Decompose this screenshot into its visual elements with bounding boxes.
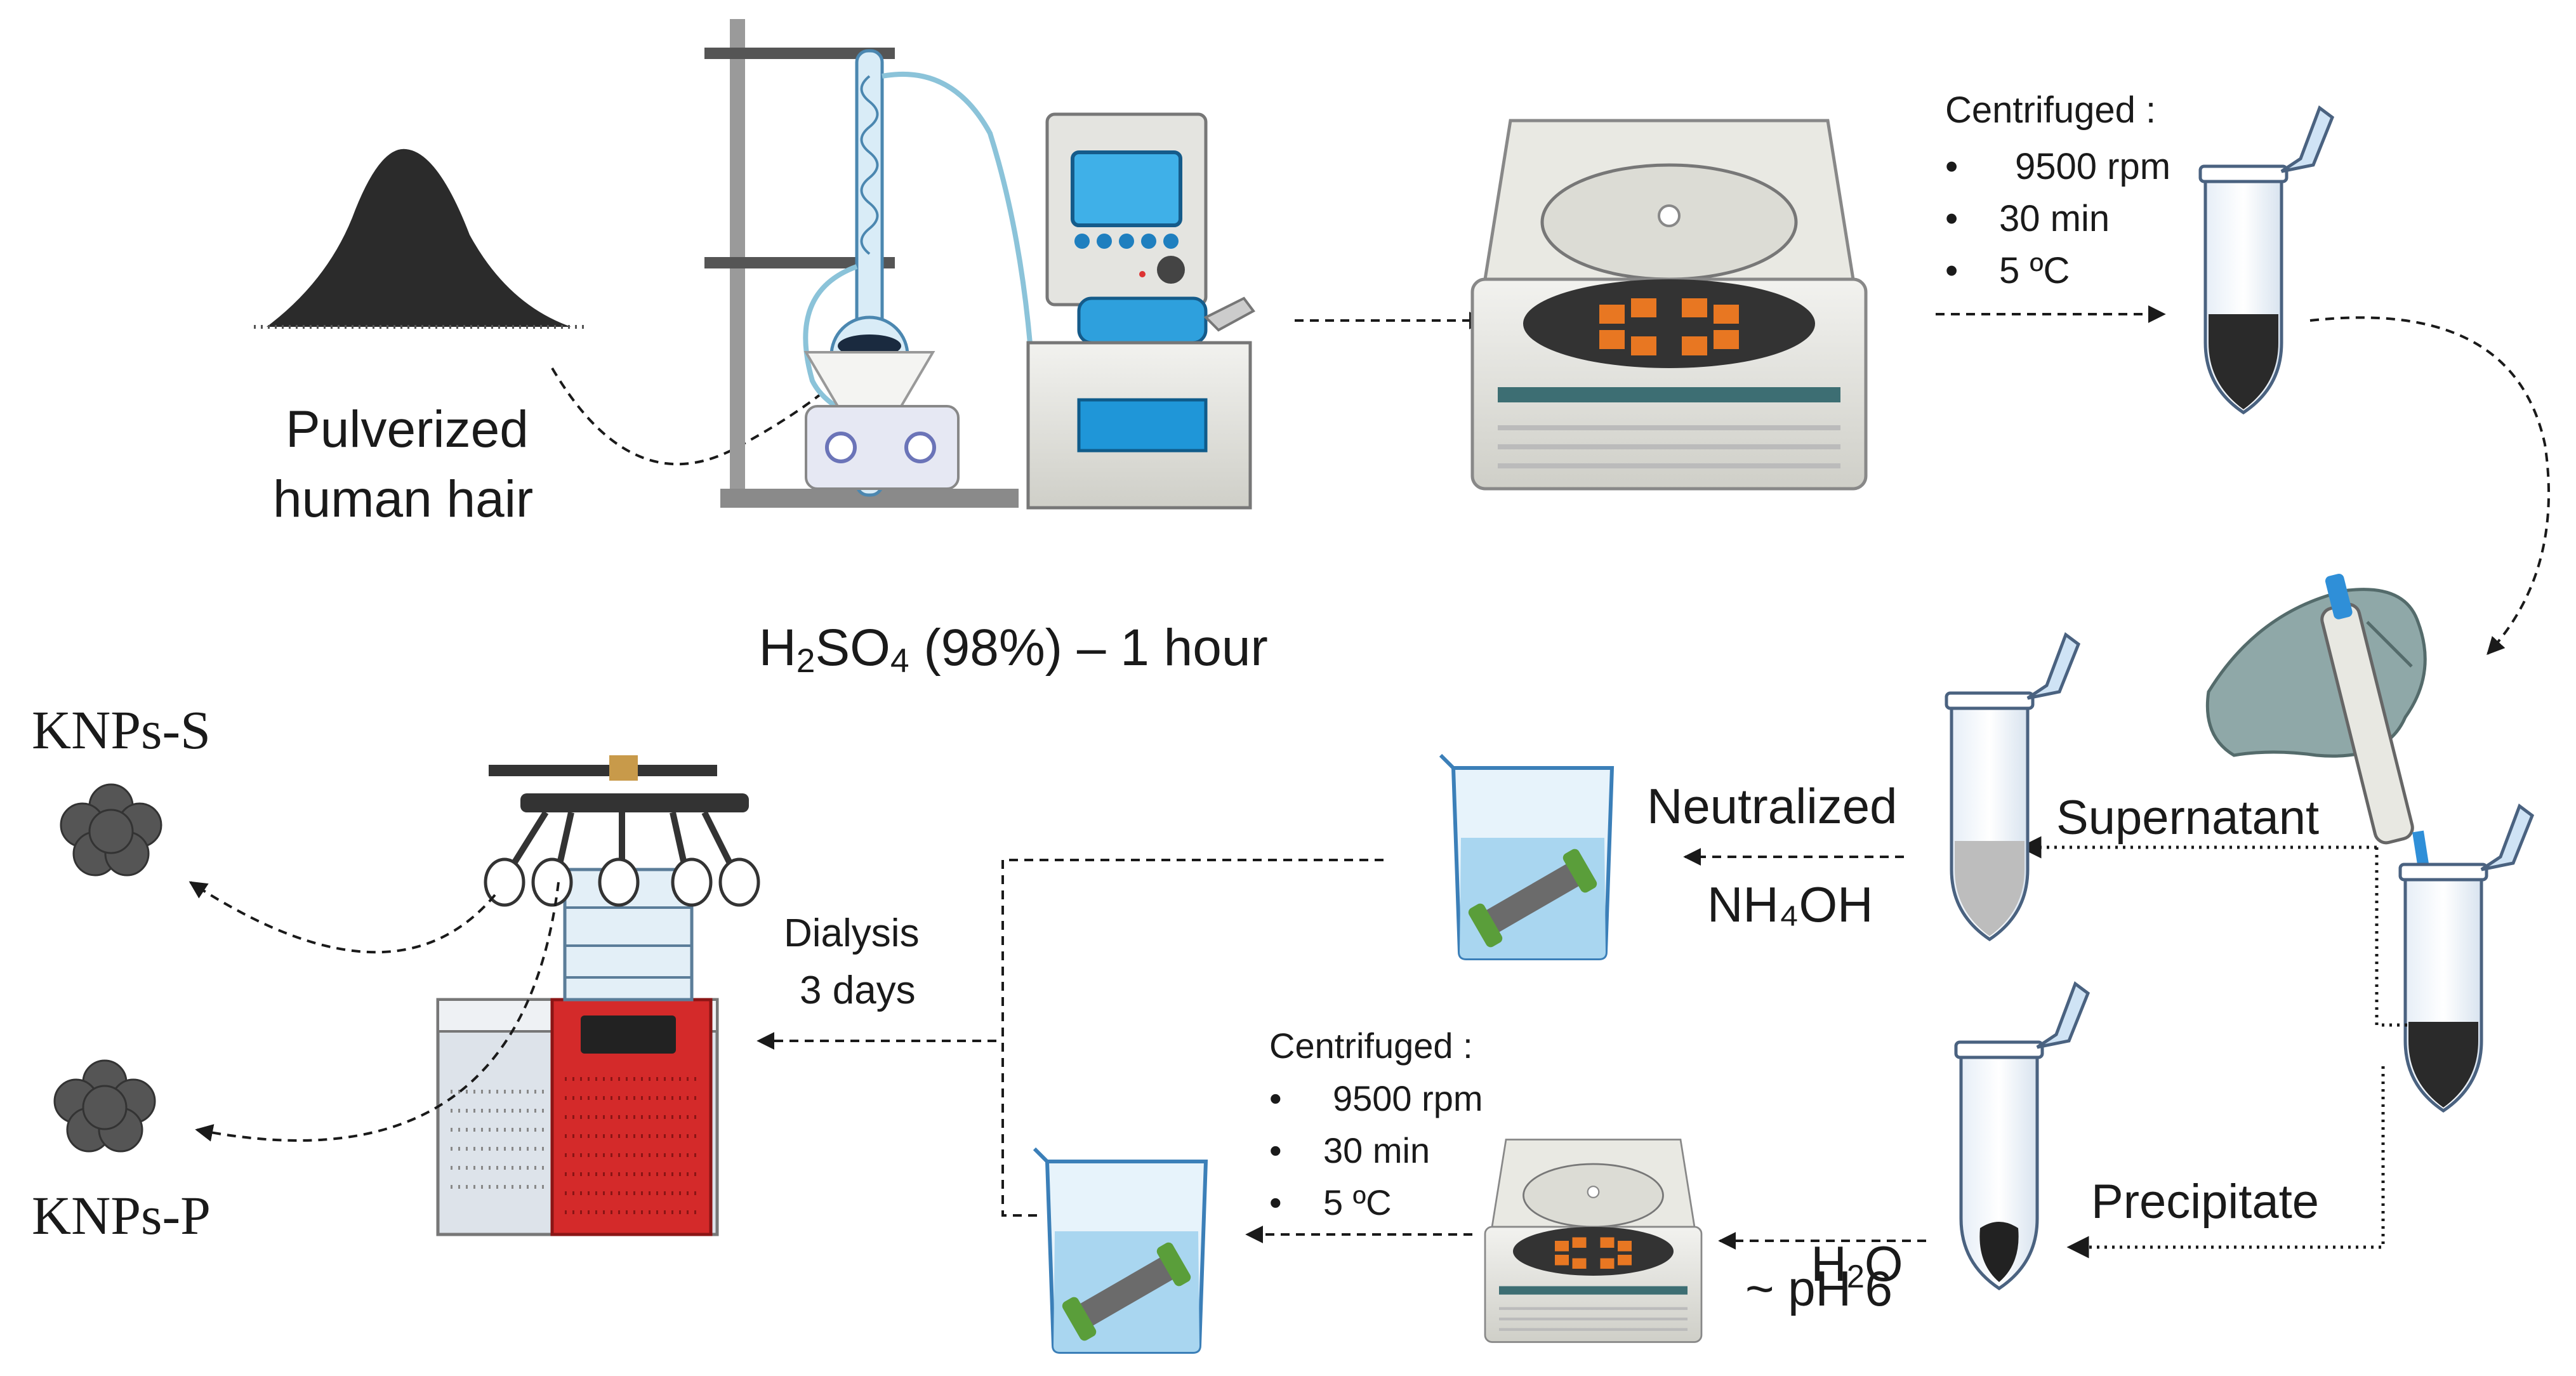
- centrifuge-conditions-title: Centrifuged :: [1945, 89, 2157, 131]
- ph-label: ~ pH 6: [1745, 1260, 1892, 1316]
- condition-item: •9500 rpm: [1269, 1078, 1483, 1118]
- centrifuge-conditions-list: •9500 rpm •30 min •5 ºC: [1269, 1073, 1483, 1229]
- knps-s-label: KNPs-S: [32, 699, 211, 760]
- condition-item: •30 min: [1269, 1130, 1430, 1170]
- beaker-dialysis-icon: [1441, 755, 1612, 958]
- nanoparticle-cluster-icon: [60, 783, 162, 877]
- heating-bath-icon: [1026, 112, 1255, 510]
- condition-item: •5 ºC: [1269, 1182, 1392, 1222]
- dialysis-label-line1: Dialysis: [784, 911, 920, 955]
- water-label: H2O: [1811, 1236, 1903, 1295]
- centrifuge-icon: [1472, 121, 1866, 489]
- condition-item: •9500 rpm: [1945, 146, 2171, 187]
- microtube-icon: [1946, 635, 2078, 939]
- neutralized-label: Neutralized: [1647, 778, 1898, 834]
- supernatant-label: Supernatant: [2056, 791, 2320, 845]
- beaker-dialysis-icon: [1034, 1149, 1206, 1352]
- condition-item: •30 min: [1945, 198, 2110, 239]
- powder-pile-icon: [267, 149, 571, 327]
- centrifuge-conditions-list: •9500 rpm •30 min •5 ºC: [1945, 141, 2170, 297]
- nh4oh-label: NH₄OH: [1707, 877, 1873, 932]
- hair-label-line1: Pulverized: [286, 400, 529, 458]
- centrifuge-icon: [1484, 1139, 1703, 1343]
- reflux-apparatus-icon: [704, 19, 1080, 508]
- hair-label-line2: human hair: [273, 470, 534, 528]
- condition-item: •5 ºC: [1945, 250, 2070, 291]
- dialysis-label-line2: 3 days: [800, 969, 916, 1012]
- precipitate-label: Precipitate: [2091, 1175, 2320, 1229]
- microtube-icon: [2200, 108, 2332, 413]
- centrifuge-conditions-title: Centrifuged :: [1269, 1026, 1473, 1066]
- hot-plate-icon: [805, 405, 960, 490]
- nanoparticle-cluster-icon: [53, 1059, 156, 1153]
- microtube-icon: [1956, 984, 2088, 1288]
- acid-label: H2SO4 (98%) – 1 hour: [758, 619, 1268, 680]
- freeze-dryer-icon: [436, 755, 760, 1236]
- knps-p-label: KNPs-P: [32, 1185, 211, 1246]
